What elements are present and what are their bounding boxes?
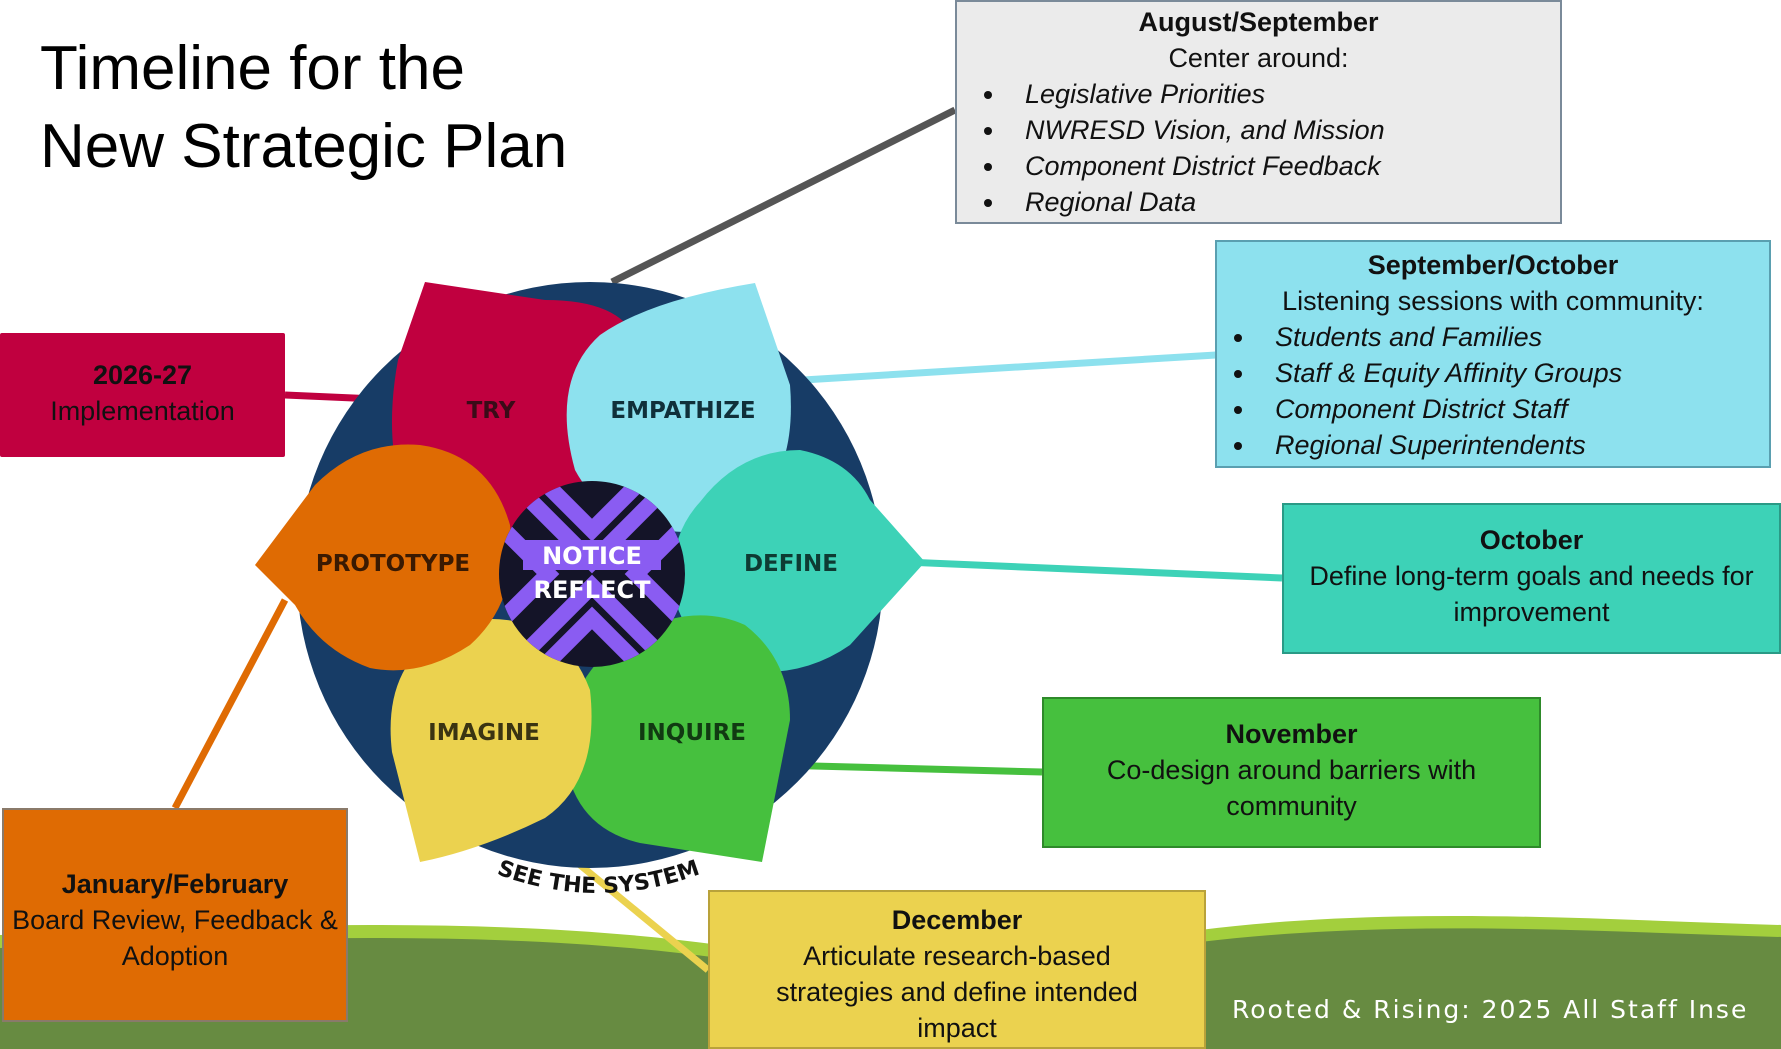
list-item: NWRESD Vision, and Mission: [1007, 112, 1560, 148]
petal-define: [672, 450, 925, 673]
box-intro: Center around:: [1168, 43, 1349, 73]
box-october: October Define long-term goals and needs…: [1282, 503, 1781, 654]
petal-prototype: [255, 444, 512, 671]
box-heading: October: [1479, 525, 1584, 555]
list-item: Staff & Equity Affinity Groups: [1257, 355, 1769, 391]
box-body: Board Review, Feedback & Adoption: [12, 905, 338, 971]
connector-aug: [610, 106, 957, 286]
box-january-february: January/February Board Review, Feedback …: [2, 808, 348, 1022]
connector-nov: [774, 761, 1043, 776]
title-line-2: New Strategic Plan: [40, 112, 568, 181]
list-item: Component District Feedback: [1007, 148, 1560, 184]
list-item: Legislative Priorities: [1007, 76, 1560, 112]
page-title: Timeline for the New Strategic Plan: [40, 30, 567, 186]
center-label-reflect: REFLECT: [534, 576, 652, 604]
box-list: Students and Families Staff & Equity Aff…: [1217, 319, 1769, 463]
box-heading: December: [891, 905, 1023, 935]
connector-oct: [904, 558, 1283, 582]
box-body: Define long-term goals and needs for imp…: [1309, 561, 1754, 627]
petal-inquire: [564, 615, 790, 862]
list-item: Students and Families: [1257, 319, 1769, 355]
box-heading: January/February: [61, 869, 289, 899]
list-item: Regional Data: [1007, 184, 1560, 220]
petal-imagine: [390, 618, 592, 862]
connector-sep: [769, 351, 1217, 386]
petal-label-imagine: IMAGINE: [428, 720, 540, 746]
petal-label-inquire: INQUIRE: [638, 720, 746, 746]
box-heading: September/October: [1367, 250, 1619, 280]
box-november: November Co-design around barriers with …: [1042, 697, 1541, 848]
box-heading: August/September: [1138, 7, 1379, 37]
petal-label-try: TRY: [467, 398, 516, 424]
title-line-1: Timeline for the: [40, 34, 465, 103]
center-label-notice: NOTICE: [542, 542, 642, 570]
box-heading: November: [1225, 719, 1358, 749]
box-body: Co-design around barriers with community: [1106, 755, 1477, 821]
list-item: Regional Superintendents: [1257, 427, 1769, 463]
petal-label-prototype: PROTOTYPE: [316, 551, 470, 577]
box-body: Implementation: [50, 396, 235, 426]
connector-jan: [171, 598, 289, 810]
petal-label-empathize: EMPATHIZE: [610, 398, 755, 424]
box-intro: Listening sessions with community:: [1282, 286, 1704, 316]
box-august-september: August/September Center around: Legislat…: [955, 0, 1562, 224]
box-december: December Articulate research-based strat…: [708, 890, 1206, 1049]
list-item: Component District Staff: [1257, 391, 1769, 427]
box-heading: 2026-27: [92, 360, 193, 390]
box-implementation: 2026-27 Implementation: [0, 333, 285, 457]
box-september-october: September/October Listening sessions wit…: [1215, 240, 1771, 468]
box-list: Legislative Priorities NWRESD Vision, an…: [957, 76, 1560, 220]
footer-caption: Rooted & Rising: 2025 All Staff Inse: [1232, 995, 1749, 1024]
petal-label-define: DEFINE: [744, 551, 838, 577]
box-body: Articulate research-based strategies and…: [776, 941, 1138, 1043]
